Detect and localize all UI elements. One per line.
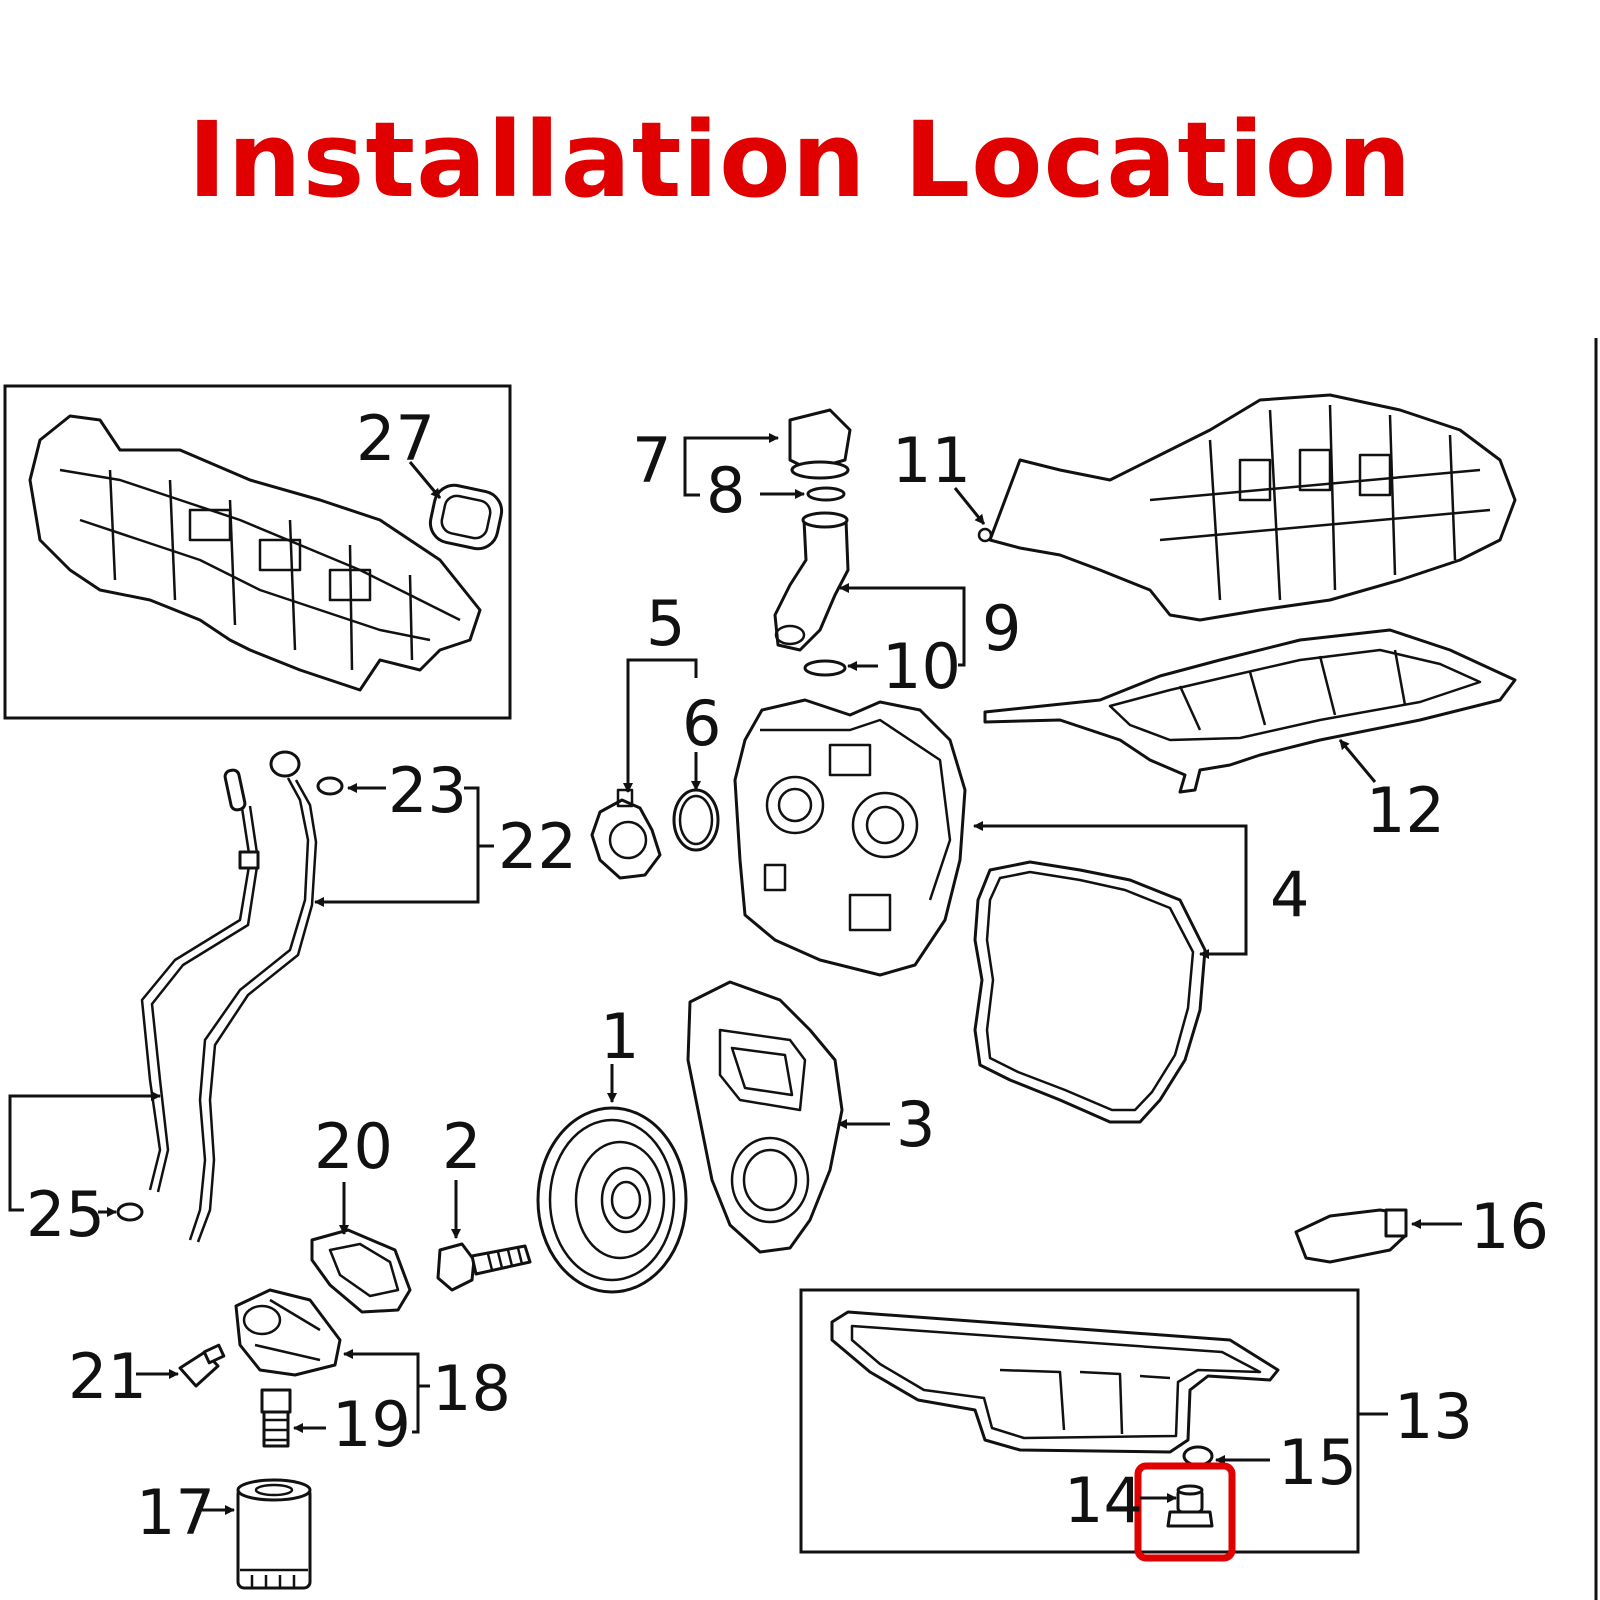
inner-timing-cover-3 — [686, 980, 844, 1254]
oil-pan-13 — [830, 1310, 1280, 1454]
callout-18: 18 — [432, 1352, 511, 1425]
pulley-bolt — [436, 1242, 532, 1292]
valve-cover — [977, 393, 1517, 622]
callout-7: 7 — [632, 424, 671, 497]
callout-1: 1 — [600, 1000, 639, 1073]
callout-20: 20 — [314, 1110, 393, 1183]
callout-11: 11 — [892, 424, 971, 497]
o-ring-8 — [806, 486, 846, 502]
oil-filler-tube — [773, 511, 850, 652]
callout-9: 9 — [982, 592, 1021, 665]
page-title: Installation Location — [187, 99, 1413, 221]
callout-25: 25 — [26, 1178, 105, 1251]
oil-pickup-16 — [1294, 1208, 1408, 1264]
callout-10: 10 — [882, 630, 961, 703]
washer-15 — [1182, 1445, 1214, 1467]
callout-22: 22 — [498, 810, 577, 883]
callout-5: 5 — [646, 587, 685, 660]
callout-4: 4 — [1270, 858, 1309, 931]
drain-plug-14 — [1166, 1484, 1214, 1528]
callout-3: 3 — [896, 1088, 935, 1161]
o-ring-23 — [316, 776, 344, 796]
oil-filter-17 — [236, 1478, 312, 1590]
housing-5 — [590, 788, 662, 880]
oil-filter-adapter-18 — [234, 1288, 342, 1377]
o-ring-25 — [116, 1202, 144, 1222]
intake-manifold-box — [3, 384, 512, 720]
callout-16: 16 — [1470, 1190, 1549, 1263]
oil-filter-adapter-gasket-20 — [310, 1228, 412, 1314]
fitting-19 — [260, 1388, 292, 1448]
callout-12: 12 — [1366, 774, 1445, 847]
timing-cover-4 — [733, 698, 967, 977]
callout-23: 23 — [388, 754, 467, 827]
oil-dipstick — [140, 768, 260, 1193]
callout-14: 14 — [1064, 1464, 1143, 1537]
callout-8: 8 — [706, 454, 745, 527]
intake-manifold-part — [28, 414, 482, 692]
highlight-box-14 — [1134, 1462, 1236, 1562]
callout-13: 13 — [1394, 1380, 1473, 1453]
oil-filler-cap — [788, 408, 852, 480]
o-ring-10 — [803, 659, 847, 677]
oil-pan-box — [799, 1288, 1360, 1554]
callout-17: 17 — [136, 1476, 215, 1549]
o-ring-6 — [672, 788, 720, 852]
valve-cover-gasket — [983, 628, 1517, 794]
callout-27: 27 — [356, 402, 435, 475]
gasket-27 — [428, 483, 504, 551]
callout-19: 19 — [332, 1388, 411, 1461]
callout-6: 6 — [682, 687, 721, 760]
callout-2: 2 — [442, 1110, 481, 1183]
oil-dipstick-tube — [188, 750, 318, 1243]
callout-21: 21 — [68, 1340, 147, 1413]
callout-15: 15 — [1278, 1426, 1357, 1499]
timing-cover-gasket-4 — [973, 860, 1207, 1124]
sensor-21 — [178, 1343, 226, 1388]
crankshaft-pulley — [536, 1106, 688, 1294]
